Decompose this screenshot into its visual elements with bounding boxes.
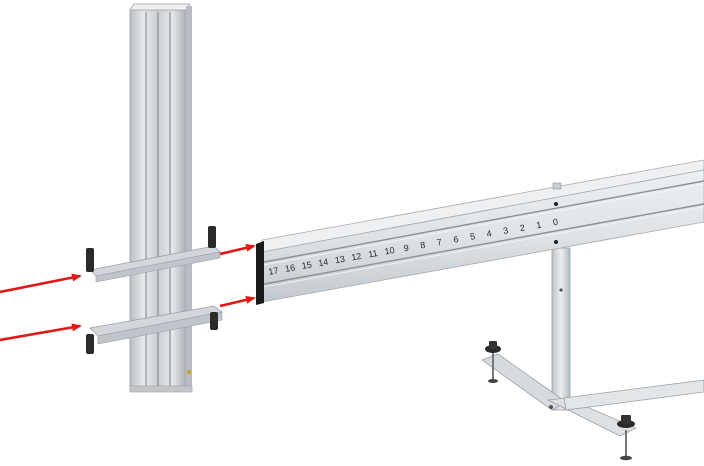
scale-label: 14	[317, 257, 329, 269]
scale-label: 4	[486, 228, 493, 239]
lower-holder-knob-left	[86, 334, 94, 354]
rail-groove-1	[263, 180, 704, 263]
scale-label: 9	[403, 243, 410, 254]
scale-label: 15	[301, 259, 313, 271]
scale-label: 3	[502, 225, 509, 236]
leveling-foot-left	[485, 341, 501, 383]
scale-label: 13	[334, 254, 346, 266]
lower-holder-knob-right	[210, 312, 218, 330]
scale-label: 8	[419, 240, 426, 251]
vertical-column	[86, 3, 223, 393]
stand-screw	[559, 288, 563, 292]
stand-base-right-bar	[563, 379, 704, 411]
scale-label: 6	[453, 234, 460, 245]
leveling-foot-front	[617, 415, 635, 461]
arrow-right-upper	[219, 243, 256, 256]
rail-marker-top	[554, 202, 558, 206]
rail-marker-bottom	[554, 240, 558, 244]
scale-label: 12	[351, 251, 363, 263]
stand-vertical-leg	[551, 247, 571, 411]
stand	[481, 247, 704, 461]
scale-label: 10	[384, 245, 396, 257]
rail-end-cap	[256, 241, 264, 305]
scale-label: 11	[368, 248, 379, 259]
arrow-left-lower	[0, 323, 82, 342]
rail-groove-2	[263, 203, 704, 285]
upper-holder-knob-left	[86, 248, 94, 272]
scale-label: 5	[469, 231, 476, 242]
scale-label: 2	[519, 222, 526, 233]
arrow-left-upper	[0, 273, 82, 294]
scale-label: 7	[436, 237, 443, 248]
scale-label: 1	[536, 220, 543, 231]
rail-top-clamp	[552, 182, 562, 190]
arrow-right-lower	[219, 295, 256, 308]
upper-holder-knob-right	[208, 226, 216, 248]
arrows	[0, 243, 256, 342]
column-label-dot	[187, 370, 191, 374]
upper-holder	[86, 226, 221, 283]
scale-label: 16	[284, 262, 296, 274]
column-side	[186, 6, 192, 386]
stand-base-screw	[549, 405, 553, 409]
lower-holder	[86, 305, 223, 354]
column-top	[129, 3, 191, 11]
scale-label: 17	[268, 265, 280, 277]
scale-label: 0	[552, 217, 559, 228]
